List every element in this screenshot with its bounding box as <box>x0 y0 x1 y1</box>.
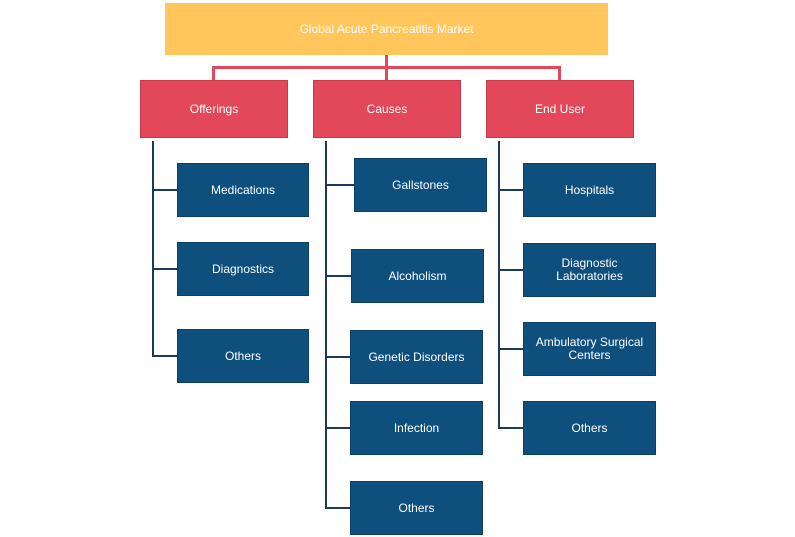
leaf-diagnostics: Diagnostics <box>177 242 309 296</box>
end-user-branch <box>498 269 524 271</box>
causes-branch <box>325 356 351 358</box>
leaf-ambulatory-surgical-centers: Ambulatory Surgical Centers <box>523 322 656 376</box>
leaf-infection: Infection <box>350 401 483 455</box>
leaf-label: Medications <box>210 182 276 197</box>
leaf-causes-others: Others <box>350 481 483 535</box>
causes-branch <box>325 507 351 509</box>
leaf-label: Others <box>224 348 261 363</box>
connector-offerings <box>212 66 215 80</box>
leaf-label: Alcoholism <box>388 268 447 283</box>
connector-end-user <box>558 66 561 80</box>
leaf-label: Hospitals <box>564 182 615 197</box>
leaf-diagnostic-laboratories: Diagnostic Laboratories <box>523 243 656 297</box>
leaf-end-user-others: Others <box>523 401 656 455</box>
category-offerings: Offerings <box>140 80 288 138</box>
leaf-genetic-disorders: Genetic Disorders <box>350 330 483 384</box>
leaf-offerings-others: Others <box>177 329 309 383</box>
causes-branch <box>325 275 351 277</box>
root-node: Global Acute Pancreatitis Market <box>165 3 608 55</box>
offerings-trunk <box>152 141 154 357</box>
category-label: Offerings <box>189 101 239 116</box>
category-causes: Causes <box>313 80 461 138</box>
offerings-branch <box>152 355 178 357</box>
leaf-label: Others <box>571 420 608 435</box>
offerings-branch <box>152 189 178 191</box>
leaf-medications: Medications <box>177 163 309 217</box>
root-connector-vertical <box>385 55 388 73</box>
leaf-label: Ambulatory Surgical Centers <box>535 335 644 362</box>
leaf-hospitals: Hospitals <box>523 163 656 217</box>
leaf-label: Diagnostic Laboratories <box>556 256 623 283</box>
leaf-label: Diagnostics <box>211 261 275 276</box>
leaf-label: Gallstones <box>392 177 449 192</box>
end-user-trunk <box>498 141 500 429</box>
causes-branch <box>325 427 351 429</box>
causes-trunk <box>325 141 327 509</box>
causes-branch <box>325 184 355 186</box>
leaf-label: Others <box>398 500 435 515</box>
leaf-alcoholism: Alcoholism <box>351 249 484 303</box>
end-user-branch <box>498 427 524 429</box>
root-label: Global Acute Pancreatitis Market <box>299 21 474 36</box>
leaf-label: Infection <box>393 420 440 435</box>
leaf-label: Genetic Disorders <box>368 349 465 364</box>
end-user-branch <box>498 348 524 350</box>
end-user-branch <box>498 189 524 191</box>
category-label: End User <box>534 101 586 116</box>
leaf-gallstones: Gallstones <box>354 158 487 212</box>
category-label: Causes <box>366 101 408 116</box>
connector-causes <box>385 66 388 80</box>
category-end-user: End User <box>486 80 634 138</box>
offerings-branch <box>152 268 178 270</box>
